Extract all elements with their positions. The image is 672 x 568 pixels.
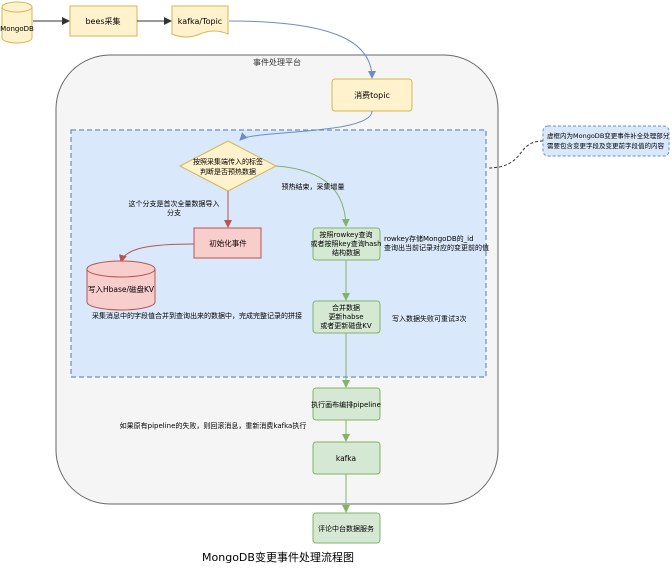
query-line1: 按照rowkey查询 [320,230,373,239]
hbase-store-label: 写入Hbase/磁盘KV [88,284,155,294]
merge-line3: 或者更新磁盘KV [320,321,372,330]
diagram-title: MongoDB变更事件处理流程图 [202,550,354,564]
pipeline-fail-label: 如果原有pipeline的失败，则回滚消息，重新消费kafka执行 [120,421,307,430]
consume-topic-label: 消费topic [354,90,390,100]
mongodb-label: MongoDB [0,25,34,33]
platform-label: 事件处理平台 [253,57,301,67]
arrow-kafka-consume [228,20,376,79]
note-line2: 需要包含变更字段及变更前字段值的内容 [547,141,665,150]
kafka-topic-node[interactable]: kafka/Topic [171,5,229,38]
retry-label: 写入数据失败可重试3次 [392,314,466,323]
rowkey-query-node[interactable]: 按照rowkey查询 或者按照key查询hash 结构数据 [310,227,382,261]
note-connector [486,140,544,169]
consume-topic-node[interactable]: 消费topic [331,78,413,112]
init-event-label: 初始化事件 [209,238,247,248]
full-import-label-2: 分支 [167,208,181,217]
hbase-store-node[interactable]: 写入Hbase/磁盘KV [86,260,156,311]
arrow-init-hbase [119,243,195,263]
preheat-done-label: 预热结束，采集增量 [282,182,345,191]
completion-note[interactable]: 虚框内为MongoDB变更事件补全处理部分 需要包含变更字段及变更前字段值的内容 [542,125,670,157]
pipeline-node[interactable]: 执行画布编排pipeline [311,387,381,421]
completion-region [70,129,487,378]
query-line2: 或者按照key查询hash [310,239,381,248]
decision-line2: 判断是否预热数据 [200,167,256,176]
merge-line2: 更新habse [328,312,363,321]
kafka-label: kafka [336,454,356,463]
decision-line1: 按照采集端传入的标签 [193,157,263,166]
arrow-decision-query [275,165,350,227]
rowkey-label-1: rowkey存储MongoDB的_id [384,234,474,243]
mongodb-node[interactable]: MongoDB [0,1,34,44]
bees-collect-label: bees采集 [85,16,120,26]
note-line1: 虚框内为MongoDB变更事件补全处理部分 [547,131,670,140]
pipeline-label: 执行画布编排pipeline [311,400,381,409]
merge-desc-label: 采集消息中的字段值合并到查询出来的数据中，完成完整记录的拼接 [92,311,302,320]
init-event-node[interactable]: 初始化事件 [193,227,262,259]
full-import-label-1: 这个分支是首次全量数据导入 [129,199,220,208]
kafka-node[interactable]: kafka [312,441,381,475]
query-line3: 结构数据 [332,248,360,257]
bees-collect-node[interactable]: bees采集 [69,5,138,37]
kafka-topic-label: kafka/Topic [178,17,222,26]
comment-service-node[interactable]: 评论中台数据服务 [312,512,381,544]
rowkey-label-2: 查询出当前记录对应的变更前的值 [384,243,489,252]
merge-line1: 合并数据 [332,303,360,312]
arrow-consume-decision [239,110,373,141]
merge-data-node[interactable]: 合并数据 更新habse 或者更新磁盘KV [312,300,381,334]
comment-service-label: 评论中台数据服务 [318,524,374,533]
